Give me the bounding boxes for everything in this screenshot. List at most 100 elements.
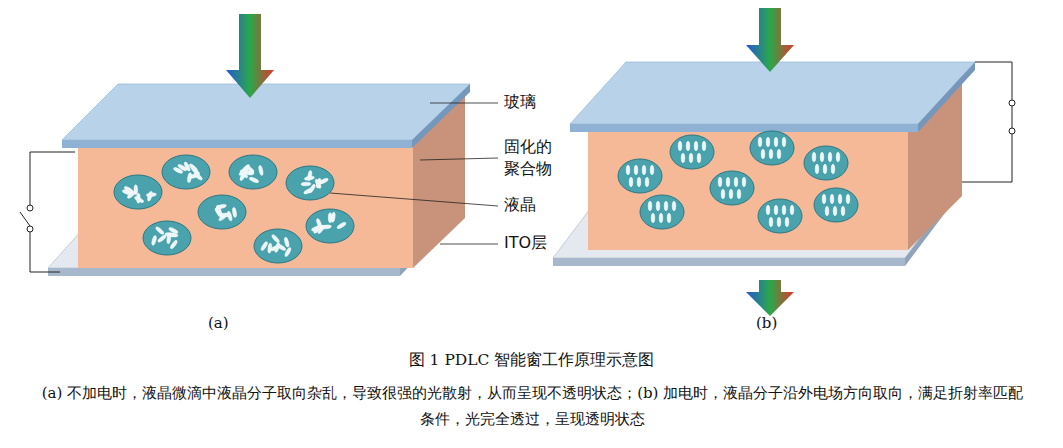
- part-label: 固化的 聚合物: [504, 136, 562, 181]
- lc-molecule: [146, 192, 156, 197]
- lc-molecule: [648, 201, 652, 211]
- lc-molecule: [168, 227, 179, 235]
- lc-molecule: [841, 206, 845, 216]
- light-arrow: [746, 280, 794, 316]
- lc-molecule: [313, 224, 322, 234]
- lc-molecule: [316, 178, 322, 189]
- droplets: [114, 155, 354, 263]
- lc-molecule: [232, 207, 237, 217]
- lc-molecule: [123, 185, 133, 193]
- lc-droplet: [162, 155, 210, 189]
- lc-molecule: [734, 177, 738, 187]
- lc-molecule: [667, 213, 671, 223]
- lc-molecule: [169, 239, 178, 249]
- lc-molecule: [831, 164, 835, 174]
- panel-b: [553, 8, 1015, 316]
- panel-label: (b): [756, 314, 777, 332]
- lc-molecule: [274, 242, 281, 253]
- panel-label-box: (b): [756, 314, 777, 332]
- lc-droplet: [286, 166, 334, 200]
- lc-molecule: [782, 205, 786, 215]
- leader-lines: [330, 103, 498, 244]
- lc-molecule: [239, 169, 248, 179]
- top-glass-edge: [62, 140, 412, 148]
- panel-label-box: (a): [208, 314, 229, 332]
- lc-molecule: [642, 165, 646, 175]
- lc-droplet: [114, 175, 162, 209]
- lc-molecule: [774, 205, 778, 215]
- lc-molecule: [626, 165, 630, 175]
- lc-molecule: [777, 149, 781, 159]
- lc-molecule: [645, 177, 649, 187]
- lc-molecule: [188, 163, 198, 172]
- lc-molecule: [260, 241, 268, 251]
- lc-molecule: [284, 247, 292, 257]
- lc-molecule: [812, 152, 816, 162]
- part-label-box: 固化的 聚合物: [504, 136, 562, 181]
- lc-molecule: [830, 194, 834, 204]
- lc-molecule: [681, 153, 685, 163]
- lc-molecule: [823, 164, 827, 174]
- lc-droplet: [750, 131, 794, 165]
- lc-molecule: [271, 234, 280, 244]
- lc-molecule: [702, 141, 706, 151]
- figure-caption: (a) 不加电时，液晶微滴中液晶分子取向杂乱，导致很强的光散射，从而呈现不透明状…: [40, 380, 1025, 433]
- part-label-box: ITO层: [504, 233, 547, 254]
- lc-molecule: [173, 167, 184, 175]
- lc-molecule: [838, 194, 842, 204]
- lc-molecule: [729, 189, 733, 199]
- lc-molecule: [686, 141, 690, 151]
- lc-molecule: [166, 234, 171, 244]
- lc-molecule: [328, 213, 332, 223]
- lc-molecule: [267, 243, 272, 253]
- lc-molecule: [301, 182, 311, 186]
- lc-molecule: [758, 137, 762, 147]
- figure-title-box: 图 1 PDLC 智能窗工作原理示意图: [0, 350, 1063, 371]
- lc-molecule: [155, 226, 165, 235]
- lc-droplet: [710, 171, 754, 205]
- lc-molecule: [634, 165, 638, 175]
- lc-molecule: [766, 205, 770, 215]
- lc-molecule: [769, 149, 773, 159]
- light-arrow: [746, 8, 794, 72]
- droplets: [618, 131, 858, 233]
- lc-molecule: [815, 164, 819, 174]
- lc-molecule: [689, 153, 693, 163]
- lc-molecule: [836, 152, 840, 162]
- lc-molecule: [650, 165, 654, 175]
- lc-molecule: [820, 152, 824, 162]
- lc-molecule: [726, 177, 730, 187]
- lc-molecule: [629, 177, 633, 187]
- lc-molecule: [846, 194, 850, 204]
- lc-molecule: [227, 211, 233, 222]
- lc-molecule: [833, 206, 837, 216]
- lc-molecule: [664, 201, 668, 211]
- lc-molecule: [258, 165, 264, 176]
- lc-droplet: [198, 195, 246, 229]
- lc-molecule: [769, 217, 773, 227]
- lc-molecule: [766, 137, 770, 147]
- top-glass: [570, 62, 975, 124]
- lc-droplet: [758, 199, 802, 233]
- lc-molecule: [134, 196, 145, 204]
- lc-molecule: [777, 217, 781, 227]
- lc-molecule: [737, 189, 741, 199]
- lc-molecule: [774, 137, 778, 147]
- lc-molecule: [314, 179, 322, 190]
- figure-title: 图 1 PDLC 智能窗工作原理示意图: [0, 350, 1063, 371]
- bottom-glass-edge: [553, 258, 905, 266]
- lc-molecule: [761, 149, 765, 159]
- lc-droplet: [229, 155, 277, 189]
- lc-molecule: [742, 177, 746, 187]
- lc-molecule: [825, 206, 829, 216]
- polymer-front: [78, 146, 413, 268]
- lc-molecule: [193, 172, 203, 181]
- part-label-box: 液晶: [504, 195, 536, 216]
- lc-molecule: [304, 176, 314, 181]
- lc-droplet: [143, 221, 191, 255]
- lc-molecule: [151, 235, 157, 246]
- lc-molecule: [721, 189, 725, 199]
- lc-molecule: [637, 177, 641, 187]
- lc-molecule: [134, 185, 138, 195]
